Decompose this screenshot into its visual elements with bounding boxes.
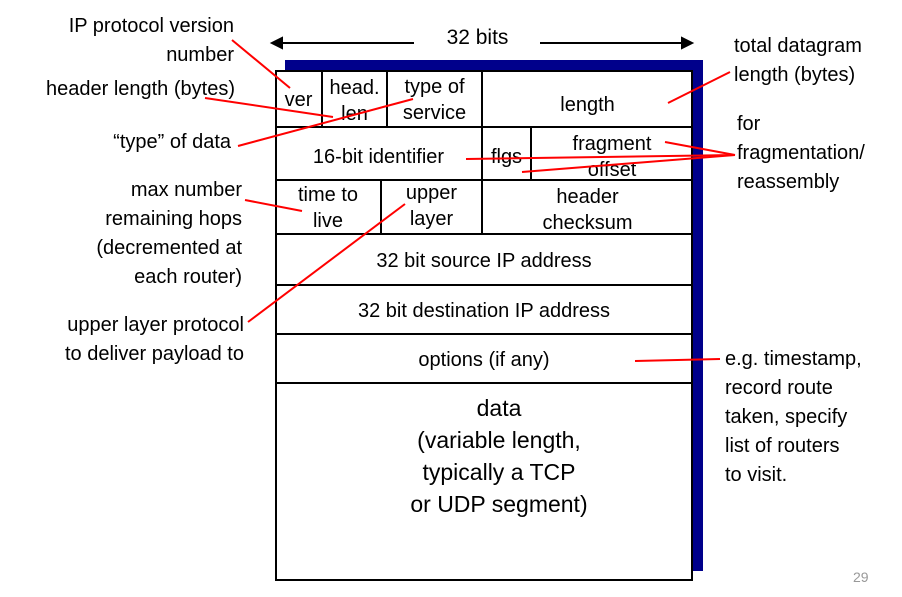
field-ttl: time to live [297,184,359,232]
field-length: length [560,93,615,116]
width-label: 32 bits [446,26,509,49]
callout-version [231,39,291,89]
row-divider [275,284,693,286]
col-divider [321,70,323,127]
field-src: 32 bit source IP address [376,250,592,272]
callout-upper-layer [247,203,406,323]
col-divider [530,127,532,180]
field-tos: type of service [402,75,467,124]
annotation-upper-protocol: upper layer protocol to deliver payload … [64,314,244,365]
callout-type [237,98,414,147]
field-upper-layer: upper layer [405,182,458,230]
col-divider [481,127,483,180]
field-ver: ver [284,88,313,111]
callout-total-length [667,71,731,104]
annotation-options: e.g. timestamp, record route taken, spec… [725,348,862,486]
row-divider [275,179,693,181]
page-number: 29 [853,569,869,585]
field-identifier: 16-bit identifier [312,146,445,168]
row-divider [275,126,693,128]
col-divider [380,180,382,234]
annotation-type: “type” of data [113,131,231,153]
callout-header-length [204,97,334,118]
annotation-version: IP protocol version number [68,15,234,66]
col-divider [386,70,388,127]
row-divider [275,233,693,235]
field-checksum: header checksum [542,186,633,234]
annotation-max-hops: max number remaining hops (decremented a… [96,179,242,288]
col-divider [481,70,483,127]
callout-ttl [244,199,303,212]
field-data: data (variable length, typically a TCP o… [410,395,588,517]
row-divider [275,333,693,335]
col-divider [481,180,483,234]
annotation-header-length: header length (bytes) [45,78,235,100]
row-divider [275,382,693,384]
field-options: options (if any) [418,348,550,371]
annotation-total-length: total datagram length (bytes) [734,35,862,86]
width-arrow [269,36,695,50]
annotation-fragmentation: for fragmentation/ reassembly [737,113,865,193]
callout-frag-2 [465,154,736,160]
field-flags: flgs [490,146,523,168]
field-dst: 32 bit destination IP address [357,299,611,322]
callout-frag-1 [664,141,736,156]
callout-options [634,358,721,362]
datagram-box [275,70,693,581]
field-head-len: head. len [329,77,380,125]
callout-frag-3 [521,154,736,173]
